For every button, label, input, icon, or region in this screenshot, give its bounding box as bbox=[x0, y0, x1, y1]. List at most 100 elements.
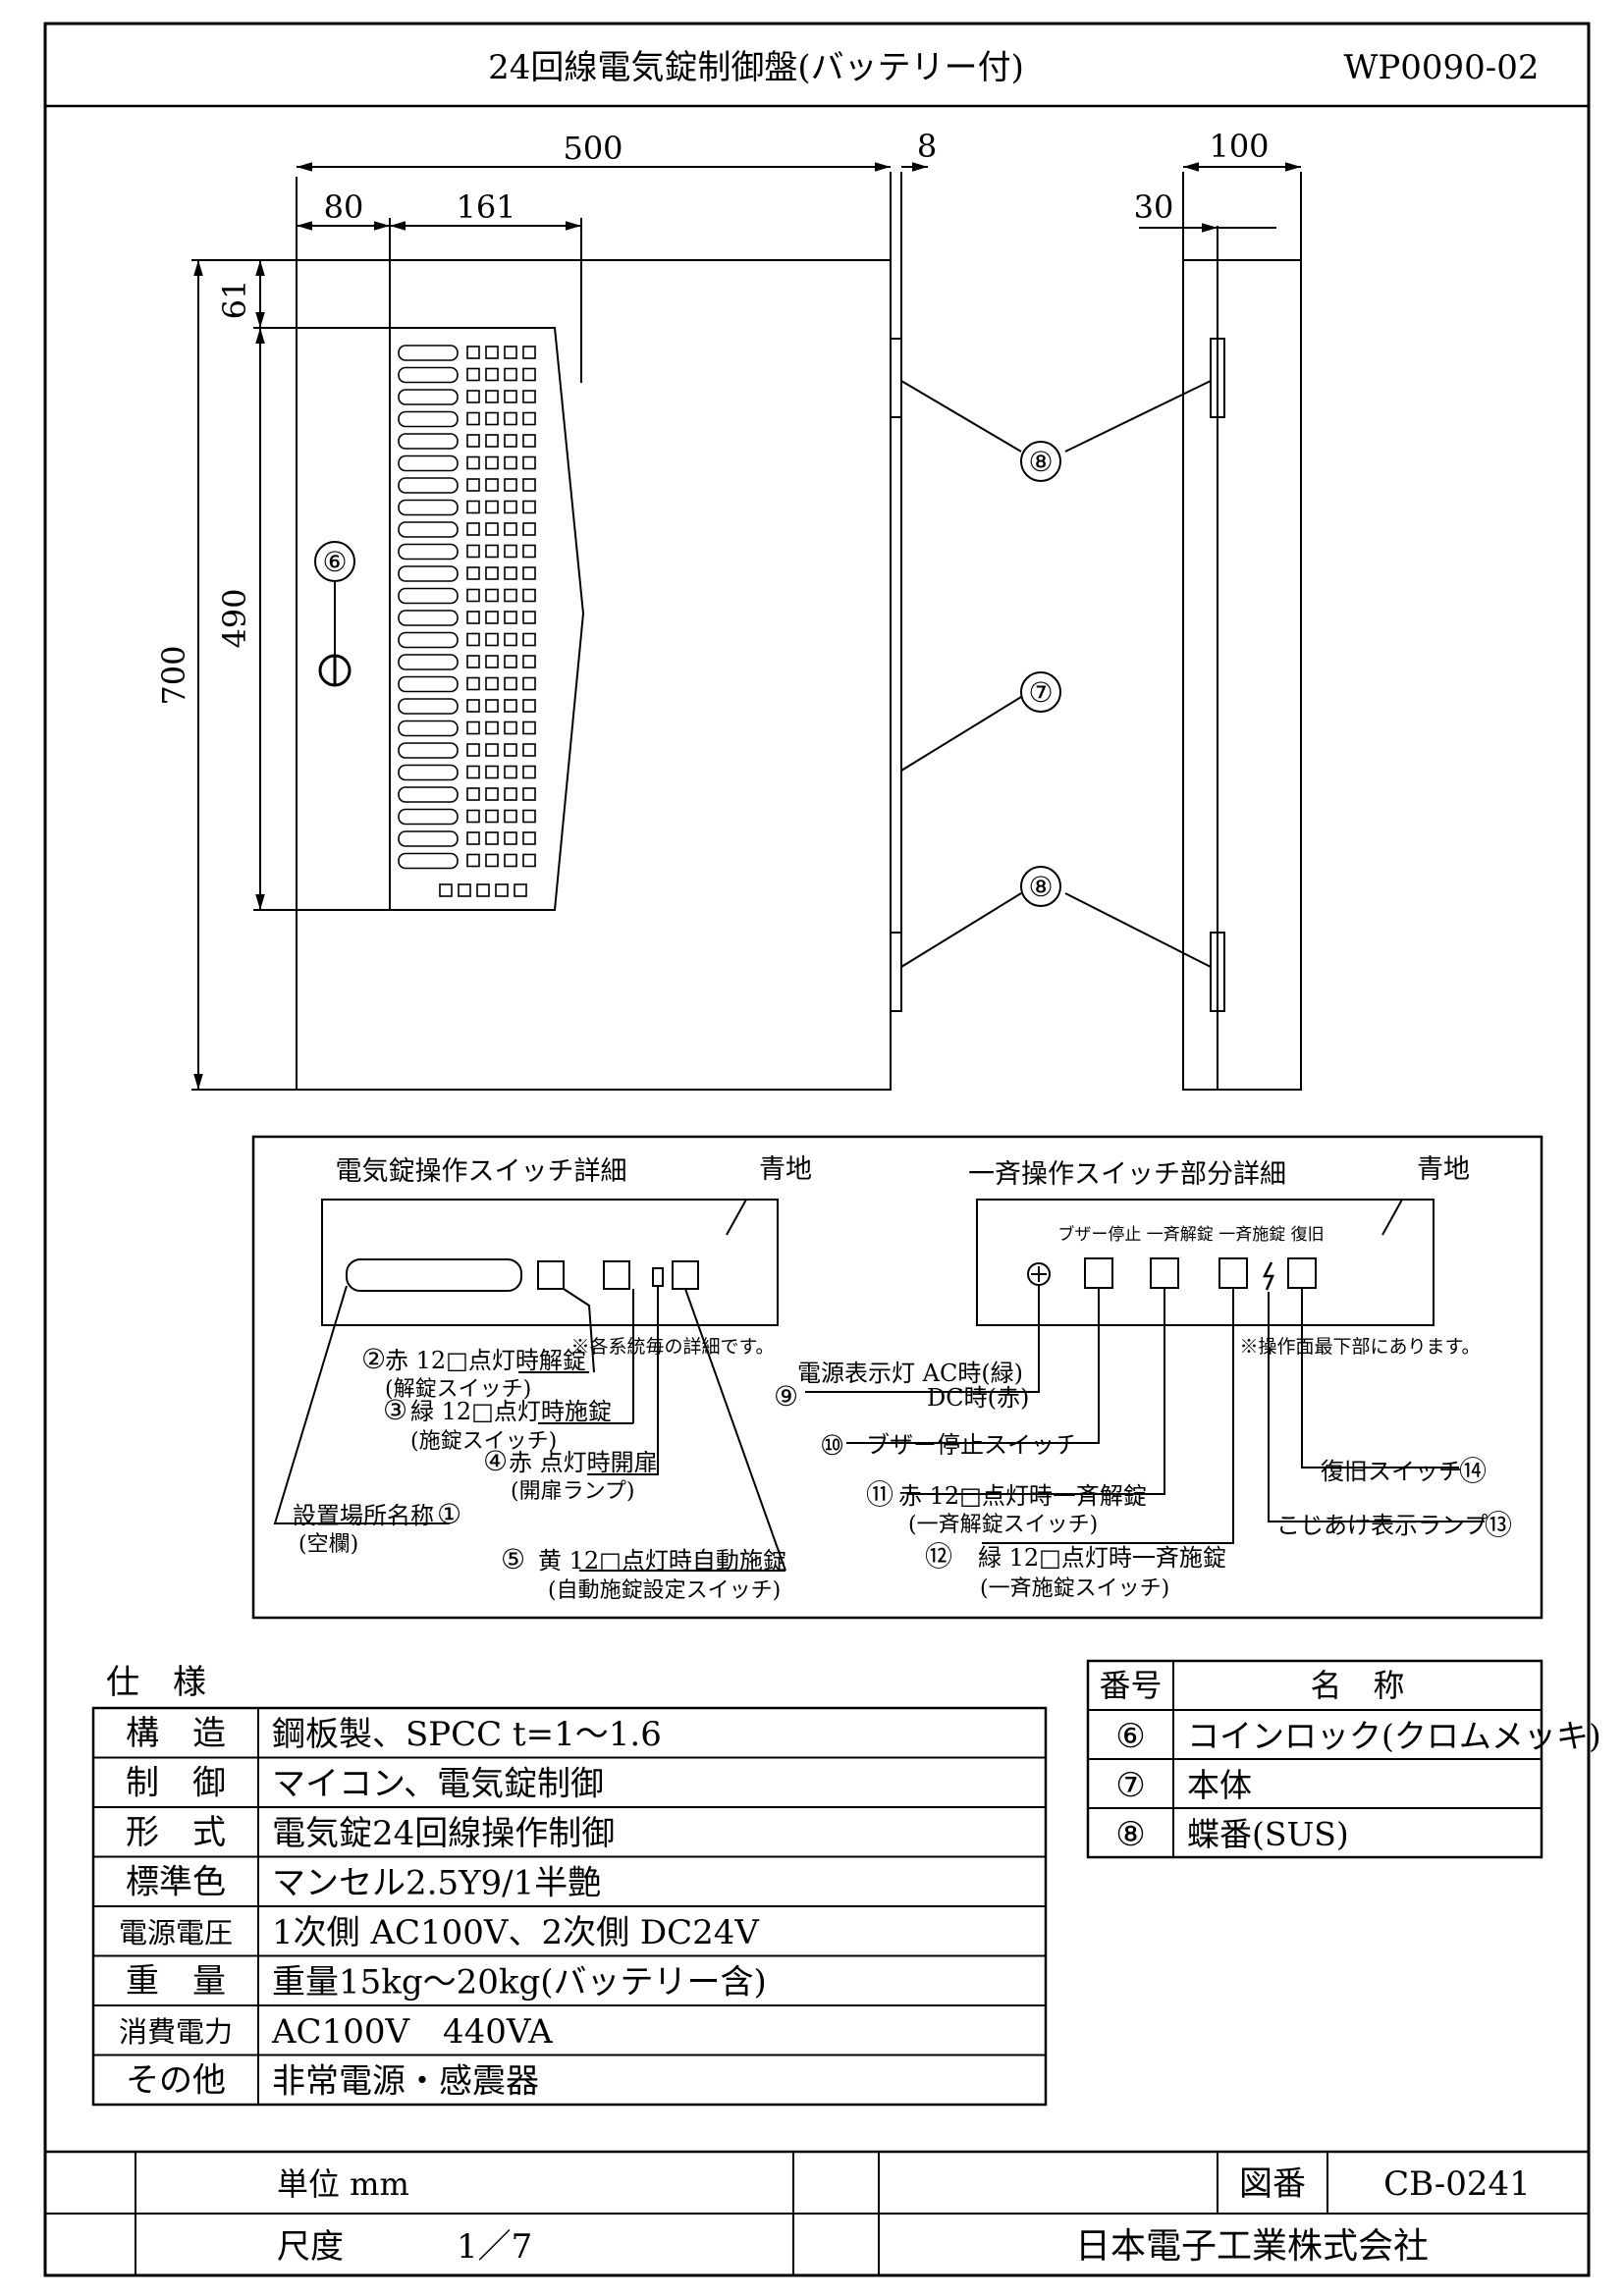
sheet-border bbox=[43, 22, 1591, 2277]
switch-cell bbox=[504, 787, 517, 801]
switch-cell bbox=[485, 809, 499, 824]
side-view bbox=[864, 162, 1302, 1091]
switch-cell bbox=[522, 478, 536, 492]
part-name: 本体 bbox=[1187, 1766, 1252, 1804]
spec-label: 制 御 bbox=[126, 1764, 226, 1803]
item-11-text: 赤 12□点灯時一斉解錠 bbox=[898, 1482, 1147, 1510]
name-plate bbox=[398, 654, 459, 670]
switch-cell bbox=[522, 522, 536, 536]
switch-cell bbox=[504, 831, 517, 845]
dim-700: 700 bbox=[155, 645, 192, 705]
item-1-text: 設置場所名称 bbox=[293, 1502, 434, 1529]
switch-cell bbox=[504, 655, 517, 668]
switch-cell bbox=[504, 853, 517, 868]
spec-value: マンセル2.5Y9/1半艶 bbox=[272, 1864, 601, 1903]
name-plate bbox=[398, 345, 459, 361]
switch-cell bbox=[504, 632, 517, 647]
spec-table: 構 造鋼板製、SPCC t=1～1.6制 御マイコン、電気錠制御形 式電気錠24… bbox=[91, 1706, 1048, 2107]
dim-8: 8 bbox=[917, 128, 937, 165]
switch-cell bbox=[485, 411, 499, 426]
switch-cell bbox=[522, 588, 536, 603]
name-plate bbox=[398, 675, 459, 693]
switch-cell bbox=[504, 566, 517, 580]
name-plate bbox=[398, 454, 459, 472]
common-switch bbox=[514, 883, 527, 897]
part-name: 蝶番(SUS) bbox=[1187, 1815, 1349, 1853]
item-5-sub: (自動施錠設定スイッチ) bbox=[548, 1578, 781, 1603]
switch-cell bbox=[485, 566, 499, 580]
callout-8-top: ⑧ bbox=[1028, 446, 1053, 478]
left-detail-items: ② 赤 12□点灯時解錠 (解錠スイッチ) ③ 緑 12□点灯時施錠 (施錠スイ… bbox=[293, 1343, 786, 1603]
switch-cell bbox=[485, 478, 499, 492]
item-10-num: ⑩ bbox=[820, 1429, 844, 1462]
item-13-num: ⑬ bbox=[1485, 1509, 1512, 1541]
switch-cell bbox=[522, 346, 536, 359]
item-5-text: 黄 12□点灯時自動施錠 bbox=[538, 1547, 786, 1575]
name-plate bbox=[398, 587, 459, 605]
switch-cell bbox=[522, 500, 536, 514]
dim-490: 490 bbox=[216, 588, 253, 648]
right-bg-label: 青地 bbox=[1417, 1154, 1470, 1185]
spec-label: 消費電力 bbox=[119, 2015, 233, 2049]
name-plate bbox=[398, 499, 459, 516]
dim-80: 80 bbox=[324, 188, 364, 226]
name-plate bbox=[398, 852, 459, 870]
switch-cell bbox=[466, 853, 480, 868]
item-4-num: ④ bbox=[483, 1445, 508, 1477]
switch-cell bbox=[504, 500, 517, 514]
item-2-num: ② bbox=[361, 1343, 386, 1375]
switch-cell bbox=[504, 390, 517, 403]
item-5-num: ⑤ bbox=[501, 1543, 525, 1575]
part-num: ⑦ bbox=[1115, 1766, 1145, 1805]
item-13-text: こじあけ表示ランプ bbox=[1276, 1512, 1488, 1539]
name-plate bbox=[398, 742, 459, 759]
part-num: ⑧ bbox=[1115, 1815, 1145, 1854]
item-1-sub: (空欄) bbox=[298, 1532, 358, 1557]
name-plate bbox=[398, 698, 459, 715]
switch-cell bbox=[504, 699, 517, 713]
switch-cell bbox=[485, 831, 499, 845]
switch-cell bbox=[504, 544, 517, 559]
switch-cell bbox=[466, 346, 480, 359]
switch-cell bbox=[522, 853, 536, 868]
item-3-text: 緑 12□点灯時施錠 bbox=[410, 1398, 612, 1425]
switch-cell bbox=[504, 676, 517, 691]
switch-cell bbox=[466, 367, 480, 382]
right-detail-items: ⑨ 電源表示灯 AC時(緑) DC時(赤) ⑩ ブザー停止スイッチ ⑪ 赤 12… bbox=[774, 1360, 1512, 1601]
common-switch bbox=[458, 883, 471, 897]
switch-cell bbox=[504, 434, 517, 448]
item-3-num: ③ bbox=[383, 1394, 407, 1426]
name-plate bbox=[398, 521, 459, 538]
spec-value: 1次側 AC100V、2次側 DC24V bbox=[272, 1913, 760, 1952]
switch-cell bbox=[522, 809, 536, 824]
switch-cell bbox=[504, 346, 517, 359]
item-4-sub: (開扉ランプ) bbox=[511, 1479, 635, 1504]
spec-value: 非常電源・感震器 bbox=[272, 2062, 539, 2102]
dim-161: 161 bbox=[456, 188, 515, 226]
item-11-sub: (一斉解錠スイッチ) bbox=[908, 1513, 1098, 1537]
name-plate bbox=[398, 433, 459, 450]
switch-cell bbox=[504, 721, 517, 735]
item-9-sub: DC時(赤) bbox=[927, 1384, 1029, 1412]
item-11-num: ⑪ bbox=[866, 1478, 893, 1511]
item-9-text: 電源表示灯 AC時(緑) bbox=[797, 1360, 1023, 1387]
name-plate bbox=[398, 389, 459, 405]
spec-label: 重 量 bbox=[126, 1962, 226, 2002]
switch-cell bbox=[466, 831, 480, 845]
right-detail-title: 一斉操作スイッチ部分詳細 bbox=[968, 1159, 1286, 1190]
item-3-sub: (施錠スイッチ) bbox=[410, 1429, 557, 1454]
company-name: 日本電子工業株式会社 bbox=[1075, 2226, 1429, 2267]
switch-cell bbox=[485, 676, 499, 691]
part-name: コインロック(クロムメッキ) bbox=[1187, 1717, 1601, 1755]
right-button-labels: ブザー停止 一斉解錠 一斉施錠 復旧 bbox=[1057, 1224, 1324, 1245]
switch-cell bbox=[522, 632, 536, 647]
name-plate bbox=[398, 565, 459, 582]
spec-value: 重量15kg～20kg(バッテリー含) bbox=[272, 1963, 767, 2002]
drawing-title: 24回線電気錠制御盤(バッテリー付) bbox=[488, 48, 1024, 87]
switch-cell bbox=[466, 743, 480, 757]
spec-value: 電気錠24回線操作制御 bbox=[272, 1814, 615, 1853]
item-12-num: ⑫ bbox=[925, 1540, 952, 1573]
drawing-no: CB-0241 bbox=[1383, 2164, 1531, 2204]
